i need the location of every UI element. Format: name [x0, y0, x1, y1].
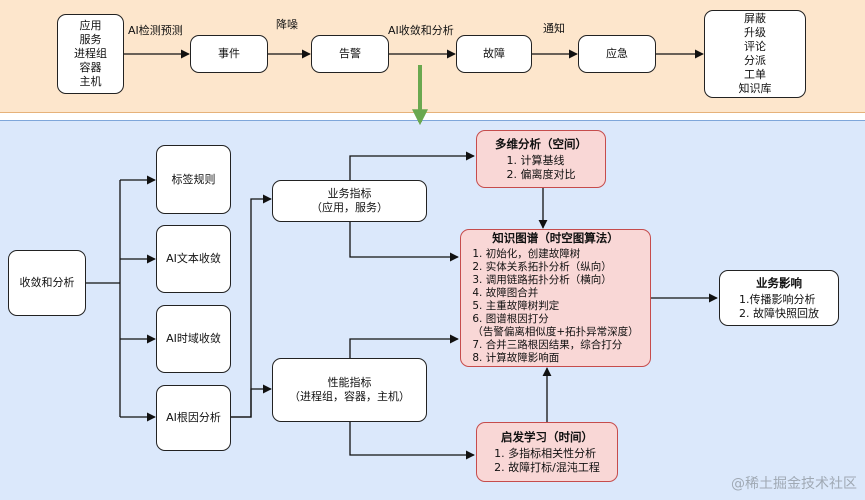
source-item: 应用: [79, 19, 102, 32]
heuristic-node: 启发学习（时间） 1. 多指标相关性分析 2. 故障打标/混沌工程: [476, 422, 618, 482]
multidim-title: 多维分析（空间）: [495, 136, 587, 151]
edge-label-denoise: 降噪: [276, 18, 298, 31]
rule-node-time: AI时域收敛: [156, 305, 231, 373]
heuristic-item: 2. 故障打标/混沌工程: [494, 460, 600, 474]
knowledge-item: 1. 初始化，创建故障树: [472, 248, 581, 260]
fault-label: 故障: [483, 47, 505, 60]
knowledge-graph-title: 知识图谱（时空图算法）: [492, 231, 619, 245]
business-metric-title: 业务指标: [327, 187, 372, 200]
impact-title: 业务影响: [756, 275, 802, 290]
rule-node-text: AI文本收敛: [156, 225, 231, 293]
alert-node: 告警: [311, 35, 389, 73]
action-item: 知识库: [738, 82, 772, 95]
perf-metric-scope: （进程组，容器，主机）: [289, 390, 410, 403]
edge-label-ai-detect: AI检测预测: [128, 24, 183, 37]
knowledge-item: 4. 故障图合并: [472, 287, 539, 299]
knowledge-item: 7. 合并三路根因结果，综合打分: [472, 339, 623, 351]
emergency-label: 应急: [606, 47, 628, 60]
converge-node: 收敛和分析: [8, 250, 86, 316]
business-metric-node: 业务指标 （应用，服务）: [272, 180, 427, 222]
converge-label: 收敛和分析: [19, 276, 75, 289]
knowledge-item: 6. 图谱根因打分: [472, 313, 549, 325]
knowledge-item: （告警偏离相似度+拓扑异常深度）: [472, 326, 639, 338]
perf-metric-node: 性能指标 （进程组，容器，主机）: [272, 358, 427, 422]
impact-item: 2. 故障快照回放: [739, 306, 819, 320]
action-item: 评论: [744, 40, 766, 53]
edge-business-multidim: [349, 151, 475, 180]
alert-label: 告警: [339, 47, 361, 60]
rule-label: 标签规则: [171, 172, 216, 186]
action-item: 工单: [744, 68, 766, 81]
source-item: 进程组: [74, 47, 107, 60]
source-item: 容器: [79, 61, 102, 74]
knowledge-item: 8. 计算故障影响面: [472, 352, 560, 364]
edge-label-ai-converge: AI收敛和分析: [388, 24, 454, 37]
rule-label: AI文本收敛: [166, 252, 221, 265]
knowledge-graph-node: 知识图谱（时空图算法） 1. 初始化，创建故障树 2. 实体关系拓扑分析（纵向）…: [460, 229, 651, 367]
source-item: 服务: [79, 33, 102, 46]
rule-label: AI时域收敛: [166, 332, 221, 345]
multidim-item: 2. 偏离度对比: [506, 167, 576, 181]
perf-metric-title: 性能指标: [327, 376, 372, 389]
edge-business-knowledge: [349, 222, 459, 262]
actions-node: 屏蔽 升级 评论 分派 工单 知识库: [704, 10, 806, 98]
heuristic-title: 启发学习（时间）: [501, 429, 593, 444]
rule-node-tag: 标签规则: [156, 145, 231, 214]
emergency-node: 应急: [578, 35, 656, 73]
knowledge-item: 2. 实体关系拓扑分析（纵向）: [472, 261, 612, 273]
fault-node: 故障: [456, 35, 532, 73]
heuristic-item: 1. 多指标相关性分析: [494, 446, 597, 460]
business-metric-scope: （应用，服务）: [311, 201, 388, 214]
impact-node: 业务影响 1.传播影响分析 2. 故障快照回放: [719, 270, 839, 326]
sources-node: 应用 服务 进程组 容器 主机: [57, 14, 124, 94]
edge-perf-knowledge: [349, 334, 459, 358]
knowledge-item: 3. 调用链路拓扑分析（横向）: [472, 274, 612, 286]
rule-node-rootcause: AI根因分析: [156, 385, 231, 451]
edge-rootcause-business: [231, 194, 272, 418]
event-label: 事件: [218, 47, 240, 60]
rule-label: AI根因分析: [166, 411, 221, 424]
edge-label-notify: 通知: [543, 22, 565, 35]
impact-item: 1.传播影响分析: [739, 292, 816, 306]
edge-rootcause-perf: [231, 384, 272, 418]
action-item: 屏蔽: [744, 12, 766, 25]
action-item: 升级: [744, 26, 766, 39]
multidim-item: 1. 计算基线: [506, 153, 565, 167]
source-item: 主机: [79, 75, 102, 88]
edge-perf-heuristic: [349, 422, 475, 460]
knowledge-item: 5. 主重故障树判定: [472, 300, 560, 312]
multidim-node: 多维分析（空间） 1. 计算基线 2. 偏离度对比: [476, 130, 606, 188]
action-item: 分派: [744, 54, 766, 67]
event-node: 事件: [190, 35, 268, 73]
watermark: @稀土掘金技术社区: [731, 476, 857, 492]
